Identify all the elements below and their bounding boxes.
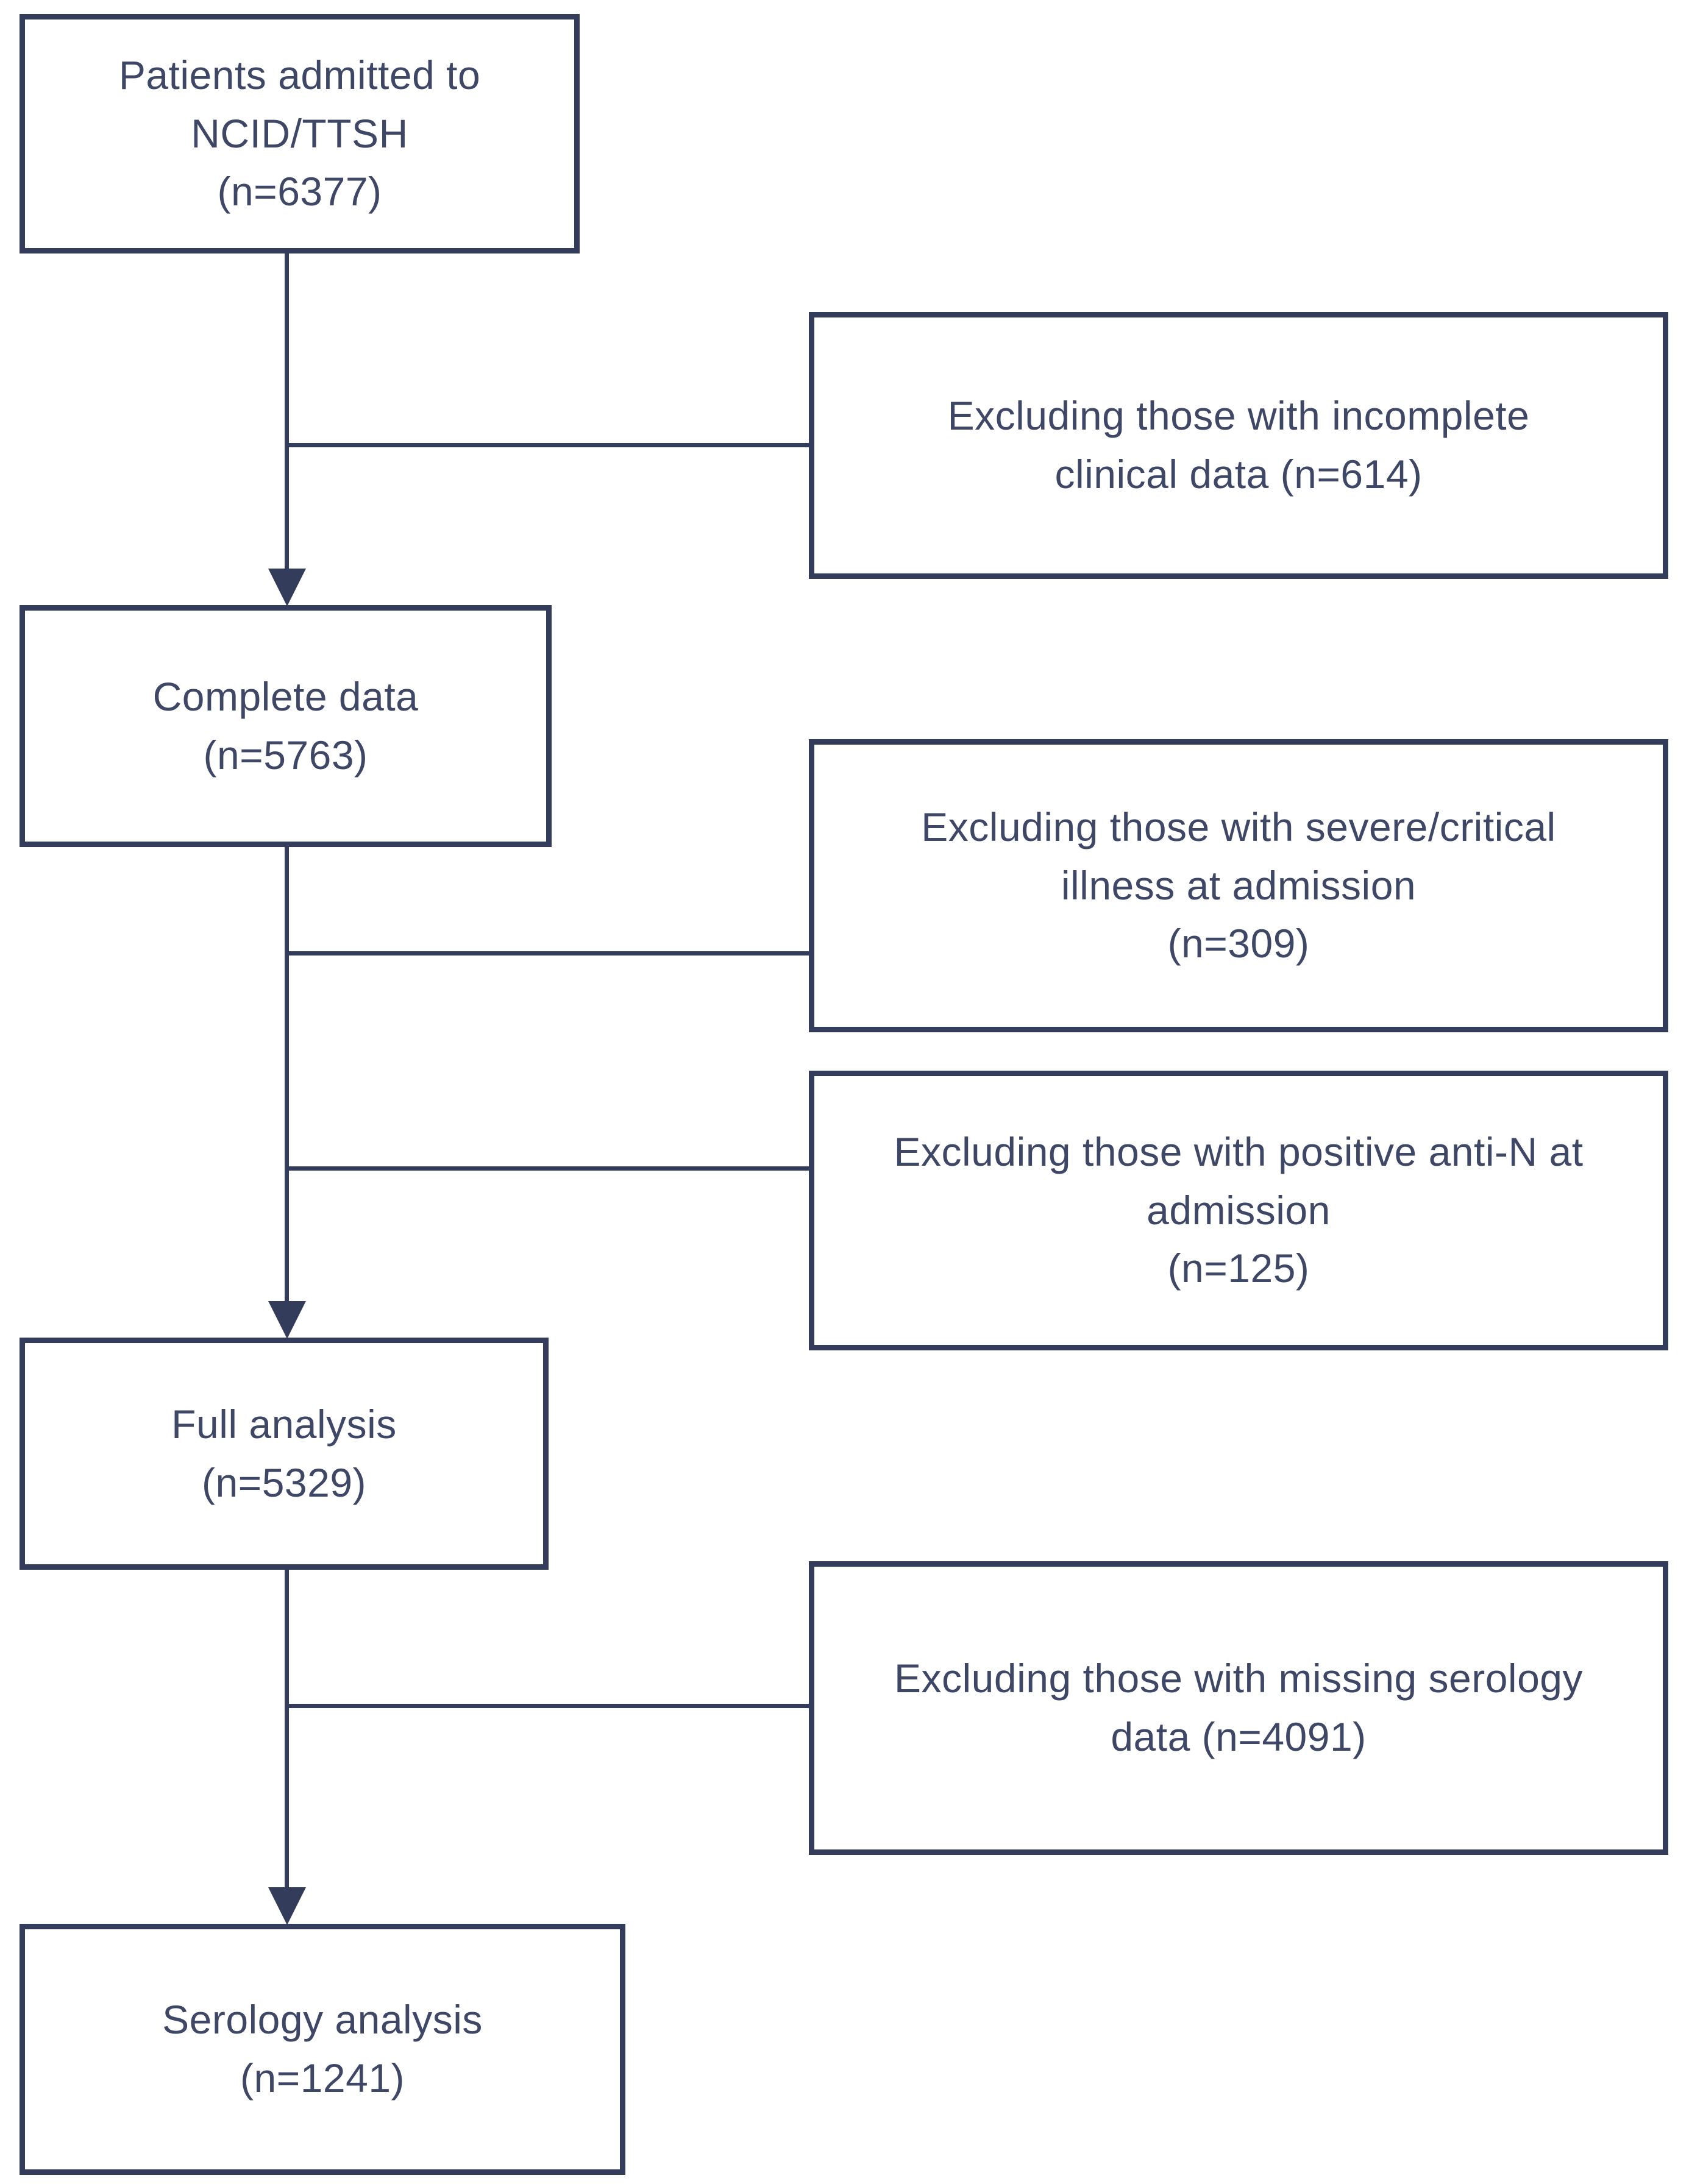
flow-stem-admitted-to-complete: [285, 250, 289, 570]
branch-line-severe-critical-illness: [286, 951, 809, 956]
flow-box-serology-analysis-label: Serology analysis (n=1241): [162, 1997, 483, 2101]
exclusion-box-severe-critical-illness: Excluding those with severe/critical ill…: [809, 739, 1668, 1032]
flow-box-complete-data: Complete data (n=5763): [20, 605, 552, 847]
exclusion-box-positive-anti-n: Excluding those with positive anti-N at …: [809, 1071, 1668, 1350]
branch-line-missing-serology-data: [286, 1704, 809, 1708]
flow-box-full-analysis-label: Full analysis (n=5329): [171, 1401, 397, 1505]
flow-box-complete-data-label: Complete data (n=5763): [152, 673, 419, 778]
flow-stem-full-analysis-to-serology: [285, 1567, 289, 1890]
exclusion-box-missing-serology-data: Excluding those with missing serology da…: [809, 1561, 1668, 1855]
flow-box-patients-admitted: Patients admitted to NCID/TTSH (n=6377): [20, 14, 580, 254]
exclusion-box-incomplete-clinical-data-label: Excluding those with incomplete clinical…: [947, 393, 1530, 497]
arrowhead-into-serology-analysis: [268, 1887, 306, 1925]
flow-box-patients-admitted-label: Patients admitted to NCID/TTSH (n=6377): [118, 52, 481, 214]
branch-line-incomplete-clinical-data: [286, 443, 809, 447]
arrowhead-into-complete-data: [268, 569, 306, 606]
arrowhead-into-full-analysis: [268, 1301, 306, 1339]
flow-stem-complete-to-full-analysis: [285, 844, 289, 1304]
exclusion-box-positive-anti-n-label: Excluding those with positive anti-N at …: [894, 1129, 1584, 1291]
branch-line-positive-anti-n: [286, 1166, 809, 1171]
exclusion-box-missing-serology-data-label: Excluding those with missing serology da…: [894, 1656, 1584, 1759]
exclusion-box-severe-critical-illness-label: Excluding those with severe/critical ill…: [921, 804, 1556, 966]
exclusion-box-incomplete-clinical-data: Excluding those with incomplete clinical…: [809, 312, 1668, 579]
flow-box-full-analysis: Full analysis (n=5329): [20, 1338, 549, 1570]
flow-box-serology-analysis: Serology analysis (n=1241): [20, 1924, 625, 2175]
